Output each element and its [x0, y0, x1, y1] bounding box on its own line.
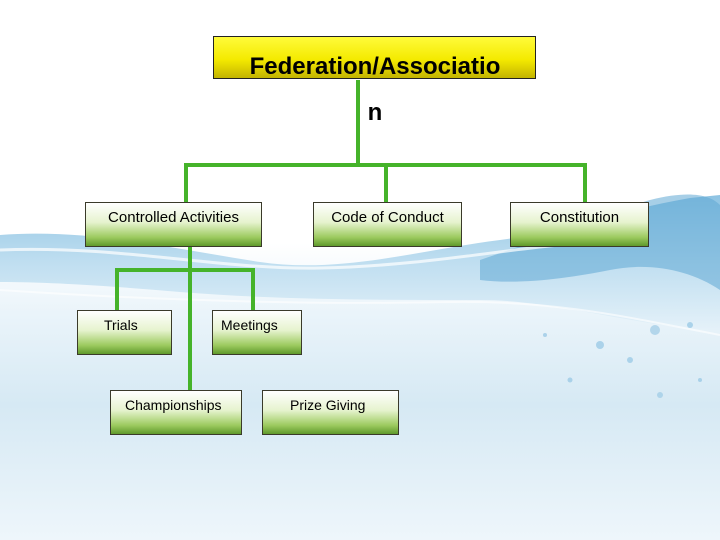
root-node-label: Federation/Associatio n	[200, 44, 550, 136]
connector-activities-trunk	[188, 247, 192, 391]
node-prize-giving-label: Prize Giving	[290, 397, 366, 413]
connector-root-trunk	[356, 80, 360, 165]
node-constitution-label: Constitution	[539, 209, 620, 226]
node-championships: Championships	[110, 390, 242, 435]
root-node-text-line: n	[367, 99, 383, 126]
root-node-text-line: Federation/Associatio	[249, 53, 501, 80]
connector-to-trials	[115, 268, 119, 312]
root-node-box	[213, 36, 536, 79]
connector-to-meetings	[251, 268, 255, 312]
node-constitution: Constitution	[510, 202, 649, 247]
node-code-of-conduct-label: Code of Conduct	[331, 209, 444, 226]
node-prize-giving: Prize Giving	[262, 390, 399, 435]
node-meetings-label: Meetings	[221, 317, 278, 333]
node-meetings: Meetings	[212, 310, 302, 355]
node-trials-label: Trials	[104, 317, 138, 333]
connector-to-constitution	[583, 163, 587, 203]
connector-to-controlled-activities	[184, 163, 188, 203]
node-trials: Trials	[77, 310, 172, 355]
connector-level2-bar	[115, 268, 255, 272]
node-controlled-activities: Controlled Activities	[85, 202, 262, 247]
node-controlled-activities-label: Controlled Activities	[108, 209, 239, 226]
connector-to-code-of-conduct	[384, 163, 388, 203]
node-championships-label: Championships	[125, 397, 222, 413]
node-code-of-conduct: Code of Conduct	[313, 202, 462, 247]
root-node-text: Federation/Associatio n	[225, 44, 525, 136]
